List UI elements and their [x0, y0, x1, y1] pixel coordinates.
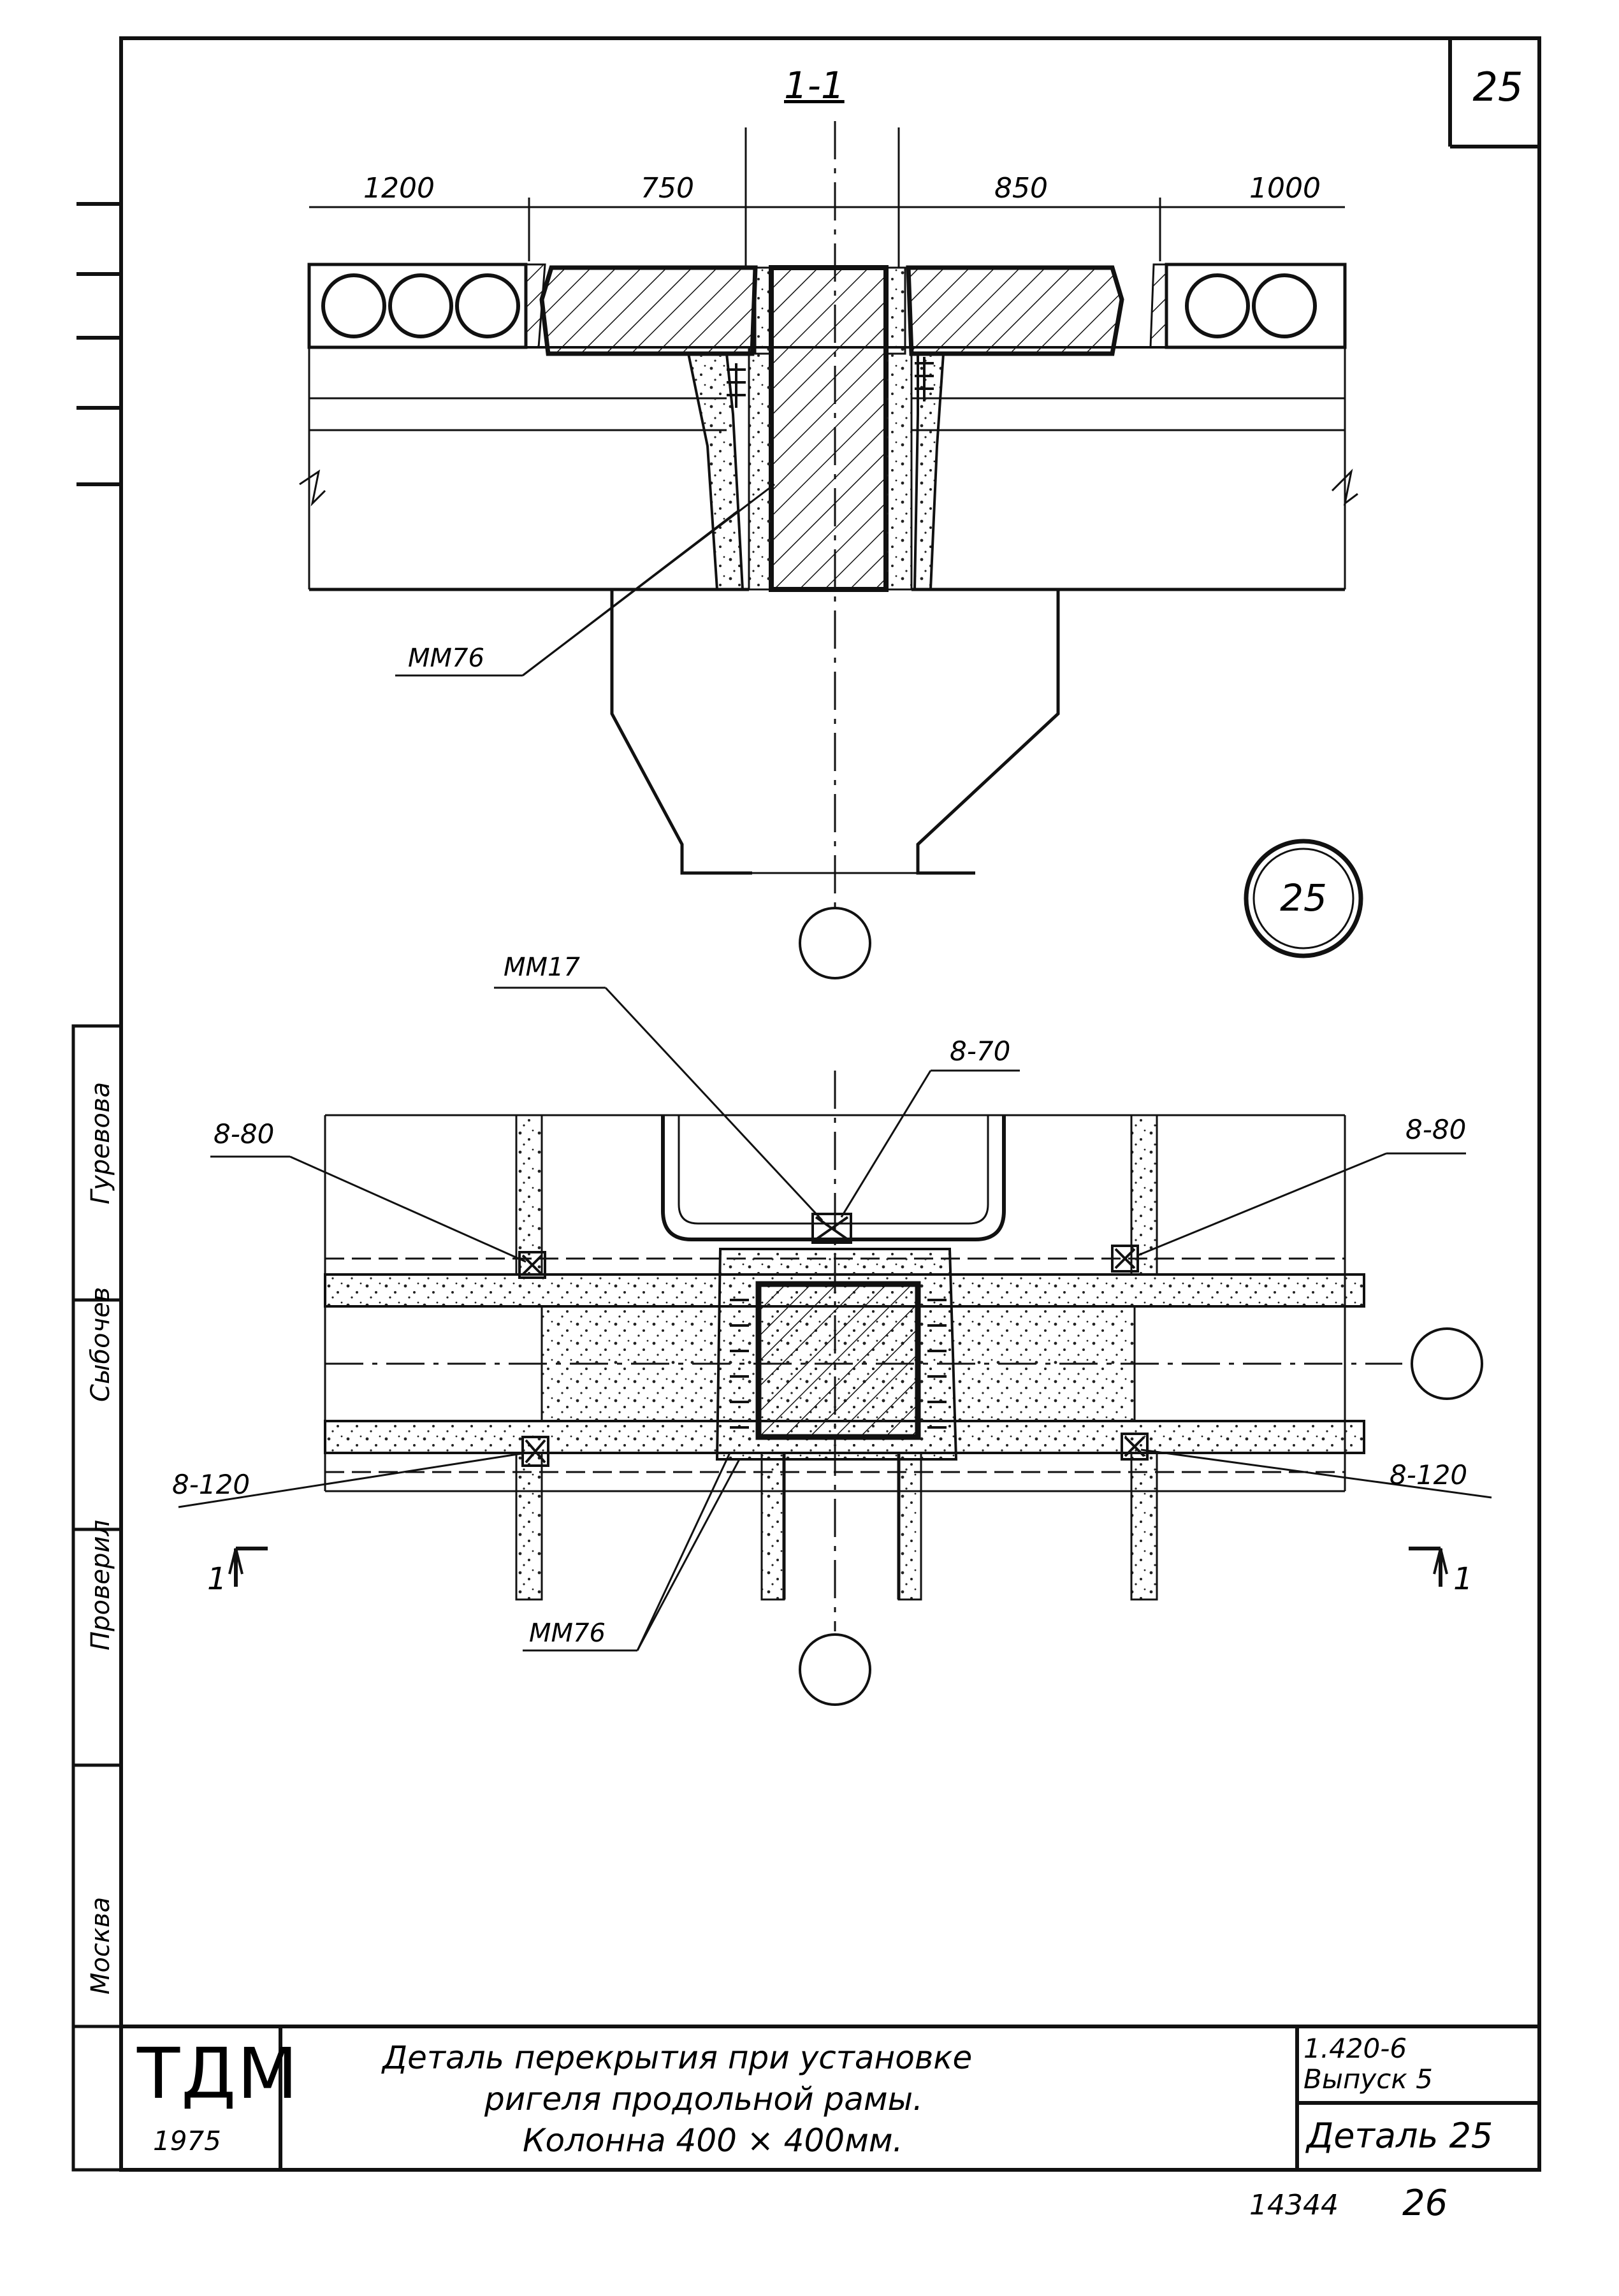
- detail-marker-circle: [1244, 839, 1363, 958]
- sheet-number: 25: [1472, 64, 1523, 110]
- callout-8-120-left: 8-120: [172, 1469, 250, 1500]
- side-stamp: [71, 1024, 123, 2172]
- stamp-name: Гуревова: [86, 1081, 115, 1204]
- title-block-frame: [121, 2025, 1539, 2170]
- left-edge-ticks: [76, 202, 121, 486]
- drawing-title-line-2: ригеля продольной рамы.: [484, 2081, 923, 2118]
- dimension-750: 750: [641, 172, 694, 205]
- dimension-850: 850: [994, 172, 1048, 205]
- detail-marker-number: 25: [1280, 876, 1327, 920]
- stamp-city: Москва: [86, 1896, 115, 1995]
- drawing-title-line-3: Колонна 400 × 400мм.: [523, 2122, 903, 2159]
- dimension-1200: 1200: [363, 172, 435, 205]
- dimension-1000: 1000: [1249, 172, 1321, 205]
- cut-label-left: 1: [207, 1561, 227, 1597]
- stamp-signature: Сыбочев: [86, 1287, 115, 1402]
- callout-mm76-section: ММ76: [408, 644, 484, 673]
- page-number: 26: [1402, 2183, 1448, 2224]
- issue-number: Выпуск 5: [1303, 2063, 1433, 2095]
- archive-number: 14344: [1249, 2189, 1339, 2221]
- section-label: 1-1: [784, 64, 845, 107]
- detail-label: Деталь 25: [1307, 2116, 1493, 2156]
- callout-mm17: ММ17: [504, 953, 580, 982]
- logo-tdm: ТДМ: [137, 2033, 300, 2114]
- year: 1975: [153, 2125, 221, 2156]
- callout-8-80-right: 8-80: [1405, 1114, 1467, 1145]
- plan-view: [178, 986, 1492, 1706]
- cut-label-right: 1: [1453, 1561, 1473, 1597]
- callout-mm76-plan: ММ76: [529, 1619, 606, 1648]
- callout-8-120-right: 8-120: [1390, 1459, 1468, 1491]
- callout-8-80-left: 8-80: [214, 1118, 275, 1150]
- stamp-checked-by: Проверил: [86, 1519, 115, 1650]
- section-1-1: [299, 121, 1358, 979]
- series-number: 1.420-6: [1303, 2033, 1407, 2064]
- callout-8-70: 8-70: [950, 1036, 1011, 1067]
- drawing-title-line-1: Деталь перекрытия при установке: [382, 2039, 973, 2076]
